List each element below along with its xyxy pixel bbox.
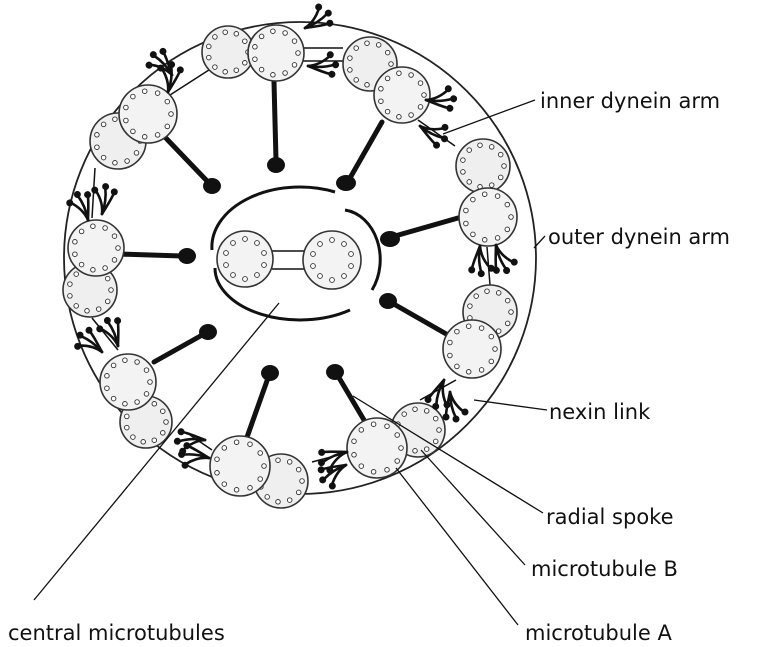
radial-spoke	[326, 364, 364, 420]
label-radial-spoke: radial spoke	[546, 505, 674, 529]
inner-dynein-arm	[85, 179, 120, 217]
microtubule-a	[100, 354, 156, 410]
radial-spoke	[118, 248, 196, 264]
outer-dynein-arm	[299, 0, 337, 35]
central-microtubule	[303, 231, 361, 289]
inner-dynein-arm	[307, 48, 342, 79]
outer-dynein-arm	[64, 189, 95, 224]
microtubule-b	[456, 139, 510, 193]
microtubule-a	[210, 436, 270, 496]
outer-doublet	[343, 37, 430, 123]
nexin-link	[170, 68, 212, 95]
leader-microtubule-b	[421, 450, 525, 565]
label-central-microtubules: central microtubules	[8, 621, 225, 645]
label-inner-dynein-arm: inner dynein arm	[540, 89, 720, 113]
radial-spoke	[246, 365, 279, 440]
outer-doublet	[210, 436, 308, 508]
label-outer-dynein-arm: outer dynein arm	[548, 225, 730, 249]
microtubule-a	[68, 220, 124, 276]
leader-inner-dynein-arm	[443, 100, 535, 134]
microtubule-a	[374, 67, 430, 123]
outer-doublet	[90, 85, 177, 169]
microtubule-a	[248, 25, 304, 81]
label-nexin-link: nexin link	[549, 400, 651, 424]
outer-doublet	[100, 354, 172, 448]
outer-doublet	[443, 285, 517, 378]
radial-spoke	[162, 134, 221, 194]
microtubule-a	[347, 418, 407, 478]
outer-dynein-arm	[443, 392, 469, 423]
outer-doublet	[202, 25, 304, 81]
radial-spoke	[336, 122, 382, 191]
radial-spoke	[379, 293, 448, 335]
inner-dynein-arm	[467, 245, 498, 280]
label-microtubule-b: microtubule B	[531, 557, 678, 581]
central-microtubule	[217, 231, 273, 287]
outer-doublet	[456, 139, 517, 246]
radial-spoke	[154, 324, 217, 362]
radial-spoke	[380, 218, 458, 247]
label-microtubule-a: microtubule A	[525, 621, 672, 645]
leader-microtubule-a	[396, 468, 518, 625]
outer-doublet	[63, 220, 124, 317]
microtubule-a	[443, 320, 501, 378]
microtubule-b	[202, 26, 254, 78]
microtubule-a	[459, 188, 517, 246]
microtubule-a	[119, 85, 177, 143]
radial-spoke	[267, 82, 285, 173]
